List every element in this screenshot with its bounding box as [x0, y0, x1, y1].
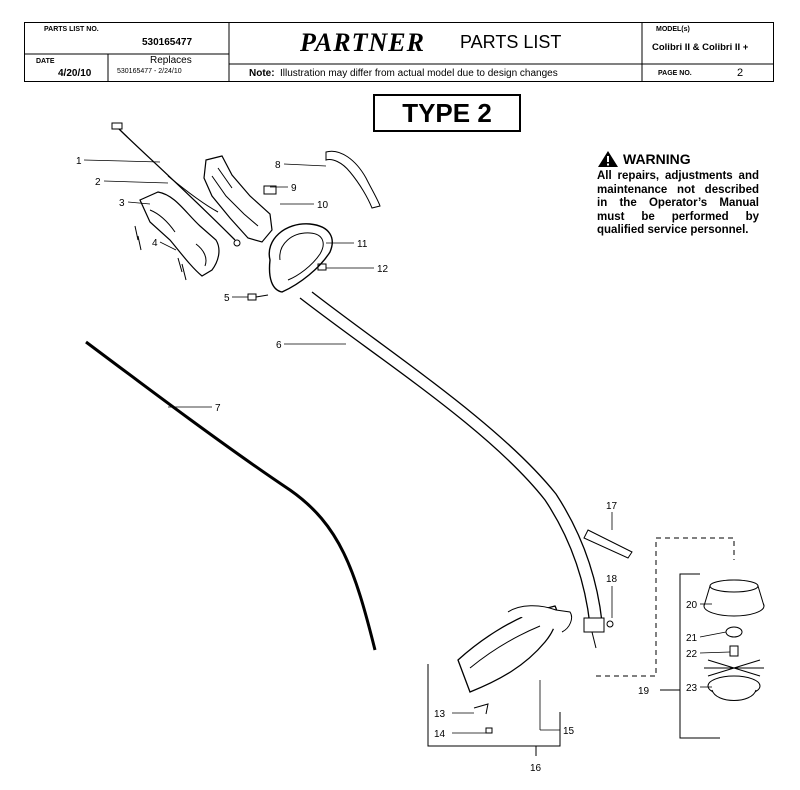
bracket-16 — [427, 664, 561, 747]
page-number: 2 — [737, 67, 744, 79]
part-handle-half — [139, 191, 220, 277]
date-value: 4/20/10 — [58, 68, 92, 79]
callout-7: 7 — [215, 403, 221, 414]
part-washer — [606, 620, 614, 628]
warning-box: WARNING All repairs, adjustments and mai… — [597, 150, 759, 238]
bracket-19 — [679, 573, 720, 739]
part-drive-shaft — [85, 340, 377, 651]
header-table: PARTS LIST NO. 530165477 DATE 4/20/10 Re… — [24, 22, 774, 82]
part-spring — [725, 626, 743, 638]
callout-15: 15 — [563, 726, 575, 737]
part-nut — [317, 263, 327, 271]
date-label: DATE — [36, 58, 55, 65]
part-shaft-tube — [299, 291, 605, 649]
parts-list-no-label: PARTS LIST NO. — [44, 26, 99, 33]
warning-text: All repairs, adjustments and maintenance… — [597, 170, 759, 236]
callout-13: 13 — [434, 709, 446, 720]
part-clamp — [325, 150, 381, 209]
replaces-label: Replaces — [150, 55, 192, 66]
part-throttle-cable — [111, 122, 241, 247]
callout-19: 19 — [638, 686, 650, 697]
callout-18: 18 — [606, 574, 618, 585]
warning-title: WARNING — [623, 151, 691, 167]
callout-12: 12 — [377, 264, 389, 275]
part-head-cover — [703, 579, 765, 617]
part-bolt — [247, 293, 269, 301]
callout-11: 11 — [357, 239, 368, 250]
part-bracket — [583, 529, 633, 559]
part-blade-clip — [473, 703, 489, 715]
callout-8: 8 — [275, 160, 281, 171]
type-label: TYPE 2 — [373, 94, 521, 132]
partner-logo: PARTNER — [300, 28, 425, 57]
parts-list-no: 530165477 — [142, 37, 193, 48]
model-value: Colibri II & Colibri II + — [652, 42, 749, 53]
callout-21: 21 — [686, 633, 698, 644]
doc-title: PARTS LIST — [460, 32, 562, 52]
callout-6: 6 — [276, 340, 282, 351]
callout-23: 23 — [686, 683, 698, 694]
callout-16: 16 — [530, 763, 542, 774]
part-spool — [729, 645, 739, 657]
part-guard-screw — [485, 727, 493, 734]
part-stop-wire — [167, 175, 219, 213]
part-head-base — [704, 659, 764, 701]
replaces-value: 530165477 - 2/24/10 — [117, 68, 182, 75]
note-text: Illustration may differ from actual mode… — [280, 68, 558, 79]
model-label: MODEL(s) — [656, 26, 690, 33]
callout-17: 17 — [606, 501, 618, 512]
callout-3: 3 — [119, 198, 125, 209]
part-handle-screws — [134, 225, 187, 281]
part-loop-handle — [268, 223, 333, 293]
part-throttle-housing — [203, 155, 277, 243]
page-label: PAGE NO. — [658, 70, 692, 77]
warning-heading: WARNING — [597, 150, 759, 168]
note-label: Note: — [249, 68, 275, 79]
callout-4: 4 — [152, 238, 158, 249]
callout-10: 10 — [317, 200, 329, 211]
callout-20: 20 — [686, 600, 698, 611]
callout-1: 1 — [76, 156, 82, 167]
callout-9: 9 — [291, 183, 297, 194]
callout-5: 5 — [224, 293, 230, 304]
header-grid — [24, 22, 774, 82]
callout-labels: 1 2 3 4 5 6 7 8 9 10 11 12 13 14 15 16 1… — [76, 156, 698, 774]
warning-triangle-icon — [598, 151, 618, 167]
part-dashed-route — [596, 537, 735, 677]
callout-14: 14 — [434, 729, 446, 740]
callout-22: 22 — [686, 649, 698, 660]
callout-2: 2 — [95, 177, 101, 188]
part-guard — [457, 605, 573, 693]
